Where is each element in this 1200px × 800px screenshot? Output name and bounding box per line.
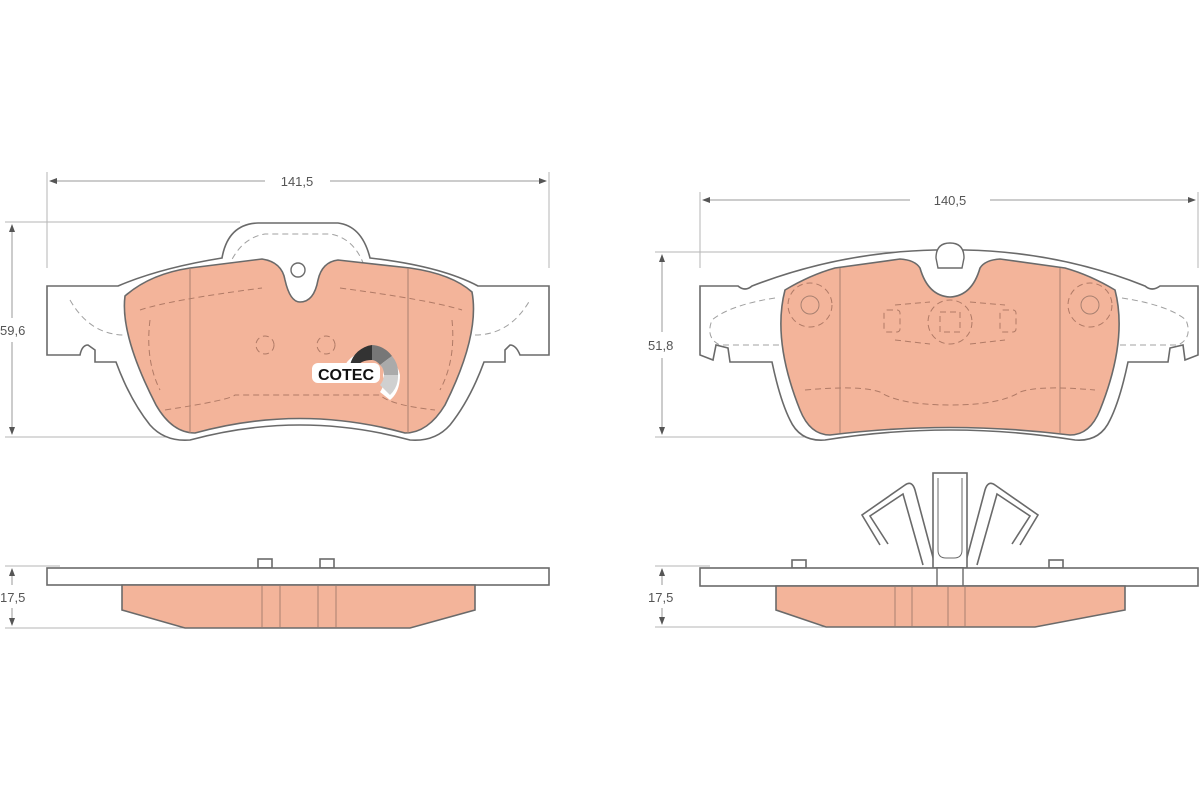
pad-2-thickness-label: 17,5 xyxy=(648,590,673,605)
pad-2-friction-lining xyxy=(780,258,1120,436)
pad-1-width-label: 141,5 xyxy=(281,174,314,189)
pad-2-front-view: 140,5 51,8 xyxy=(648,192,1199,441)
cotec-logo: COTEC xyxy=(312,345,400,400)
pad-2-width-label: 140,5 xyxy=(934,193,967,208)
pad-1-front-view: 141,5 59,6 COTEC xyxy=(0,172,550,442)
pad-1-height-label: 59,6 xyxy=(0,323,25,338)
pad-2-wear-clip-tab xyxy=(935,242,965,269)
cotec-logo-text: COTEC xyxy=(318,367,374,384)
pad-2-height-label: 51,8 xyxy=(648,338,673,353)
pad-2-lining-side xyxy=(775,585,1126,628)
pad-1-side-view: 17,5 xyxy=(0,558,550,629)
pad-1-backing-plate-side xyxy=(46,567,550,586)
pad-2-side-view: 17,5 xyxy=(648,472,1199,628)
pad-1-lining-side xyxy=(121,584,476,629)
pad-1-thickness-label: 17,5 xyxy=(0,590,25,605)
